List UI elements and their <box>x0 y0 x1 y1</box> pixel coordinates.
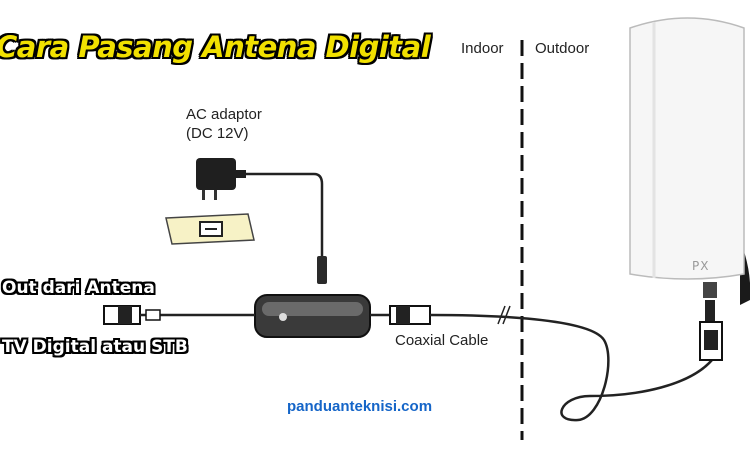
dc-plug <box>317 256 327 284</box>
outdoor-label: Outdoor <box>535 40 590 57</box>
outdoor-antenna: PX <box>629 17 750 361</box>
ac-adaptor-icon <box>196 158 246 200</box>
ac-adaptor-label: AC adaptor <box>186 106 262 123</box>
coaxial-cable-line <box>429 313 713 422</box>
antenna-side-connector <box>370 305 431 325</box>
coaxial-cable-label: Coaxial Cable <box>395 332 489 349</box>
antenna-brand-logo: PX <box>692 259 709 273</box>
page-title: Cara Pasang Antena Digital <box>0 30 431 64</box>
wall-socket-icon <box>165 213 255 245</box>
power-cable <box>246 172 324 258</box>
tv-stb-label: TV Digital atau STB <box>2 337 188 357</box>
power-inserter-box <box>254 294 371 338</box>
website-label: panduanteknisi.com <box>287 398 433 415</box>
tv-connector <box>103 305 255 325</box>
out-antena-label: Out dari Antena <box>2 278 155 298</box>
indoor-label: Indoor <box>461 40 504 57</box>
ac-adaptor-voltage-label: (DC 12V) <box>186 125 249 142</box>
